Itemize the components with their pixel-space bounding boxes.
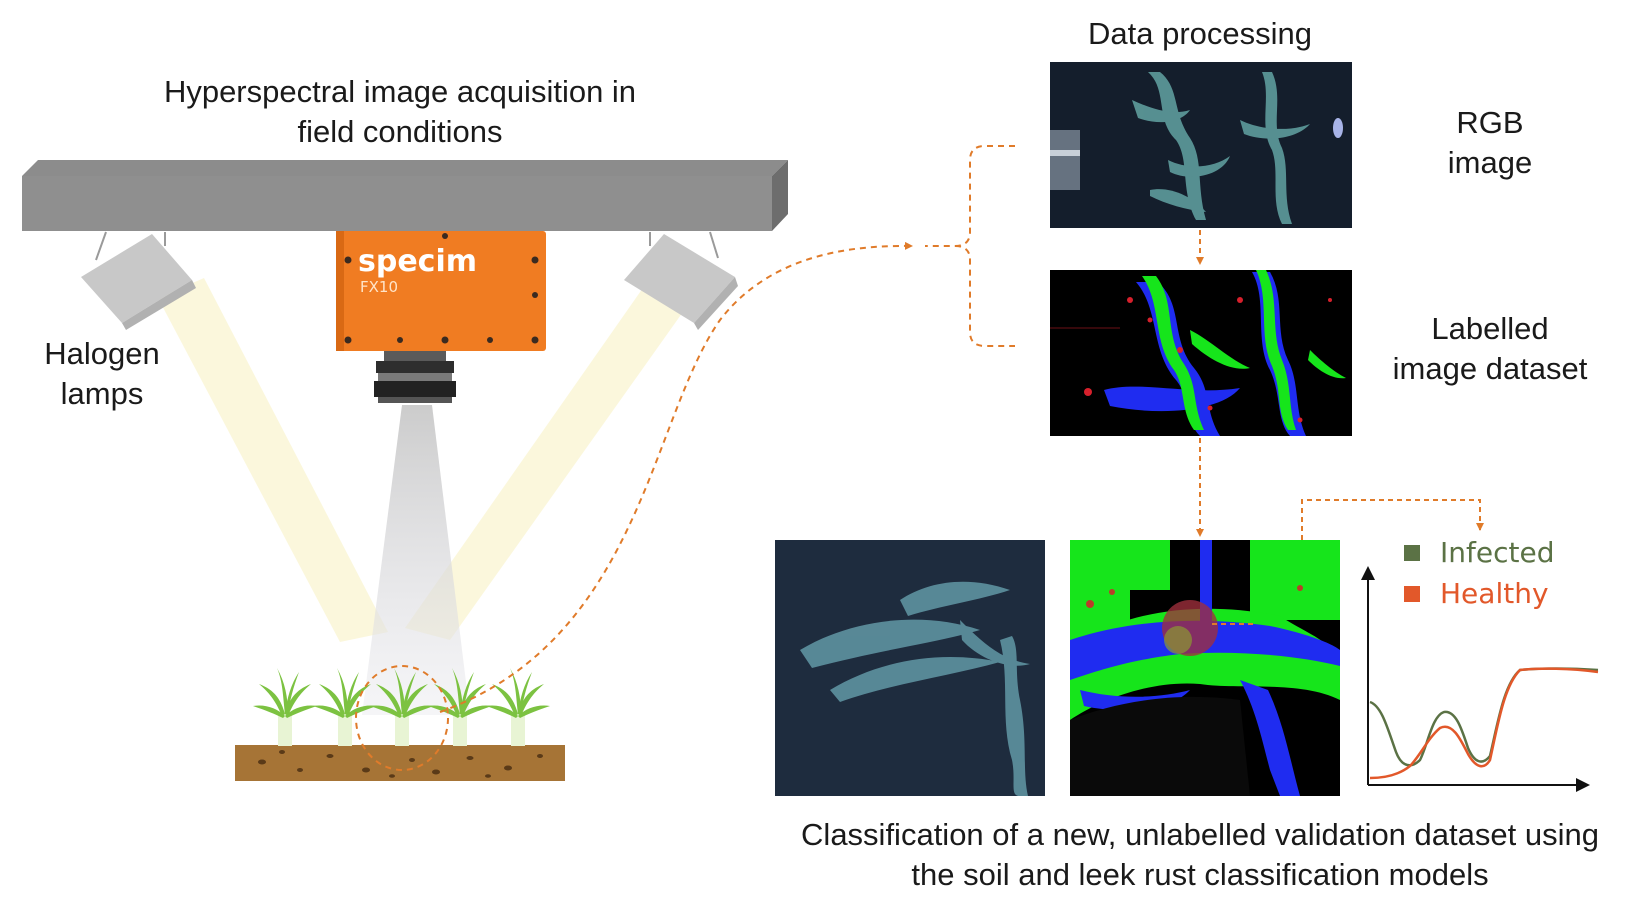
acquisition-title: Hyperspectral image acquisition in field… bbox=[100, 72, 700, 152]
spectral-plot: Infected Healthy bbox=[1361, 536, 1599, 792]
classification-to-spectra-arrow bbox=[1301, 499, 1484, 540]
validation-rgb-panel bbox=[775, 540, 1045, 796]
labelled-image-panel bbox=[1050, 270, 1352, 436]
leek-plant bbox=[370, 668, 434, 746]
legend-infected-label: Infected bbox=[1440, 536, 1554, 569]
camera-field-of-view bbox=[362, 405, 470, 715]
halogen-lamps-line2: lamps bbox=[60, 376, 144, 411]
data-processing-title: Data processing bbox=[1087, 16, 1312, 51]
rgb-image-line2: image bbox=[1447, 145, 1533, 180]
rgb-image-label: RGB image bbox=[1390, 103, 1590, 183]
legend-healthy-swatch bbox=[1404, 586, 1420, 602]
camera-brand-text: specim bbox=[358, 244, 477, 279]
processing-bracket bbox=[925, 145, 1015, 347]
soil-particles bbox=[258, 750, 543, 778]
lamp-beam-right bbox=[405, 285, 690, 640]
halogen-lamps-label: Halogen lamps bbox=[22, 334, 182, 414]
labelled-dataset-label: Labelled image dataset bbox=[1365, 309, 1615, 389]
selected-plant-ring bbox=[355, 665, 449, 771]
legend-infected-swatch bbox=[1404, 545, 1420, 561]
acquisition-to-processing-arrow bbox=[439, 241, 913, 713]
leek-plant bbox=[313, 668, 377, 746]
camera-model-text: FX10 bbox=[360, 278, 398, 296]
soil-strip bbox=[235, 745, 565, 781]
acquisition-title-line1: Hyperspectral image acquisition in bbox=[163, 74, 637, 109]
halogen-lamp-right bbox=[624, 231, 738, 330]
classification-caption-line1: Classification of a new, unlabelled vali… bbox=[801, 817, 1599, 852]
rgb-image-line1: RGB bbox=[1456, 105, 1524, 140]
halogen-lamp-left bbox=[81, 231, 196, 330]
specim-camera: specim FX10 bbox=[336, 231, 546, 403]
acquisition-title-line2: field conditions bbox=[297, 114, 503, 149]
leek-plant bbox=[486, 668, 550, 746]
classification-caption-line2: the soil and leek rust classification mo… bbox=[911, 857, 1489, 892]
halogen-lamps-line1: Halogen bbox=[44, 336, 160, 371]
lamp-beam-left bbox=[158, 278, 388, 642]
labelled-dataset-line2: image dataset bbox=[1392, 351, 1588, 386]
gantry-beam bbox=[22, 160, 788, 231]
infected-spectrum-line bbox=[1369, 667, 1599, 767]
classification-caption: Classification of a new, unlabelled vali… bbox=[770, 815, 1630, 895]
validation-classified-panel bbox=[1070, 540, 1340, 796]
labelled-dataset-line1: Labelled bbox=[1431, 311, 1549, 346]
healthy-spectrum-line bbox=[1369, 667, 1599, 780]
leek-plants bbox=[253, 668, 550, 746]
legend-healthy-label: Healthy bbox=[1440, 577, 1549, 610]
leek-plant bbox=[253, 668, 317, 746]
rgb-image-panel bbox=[1050, 62, 1352, 228]
